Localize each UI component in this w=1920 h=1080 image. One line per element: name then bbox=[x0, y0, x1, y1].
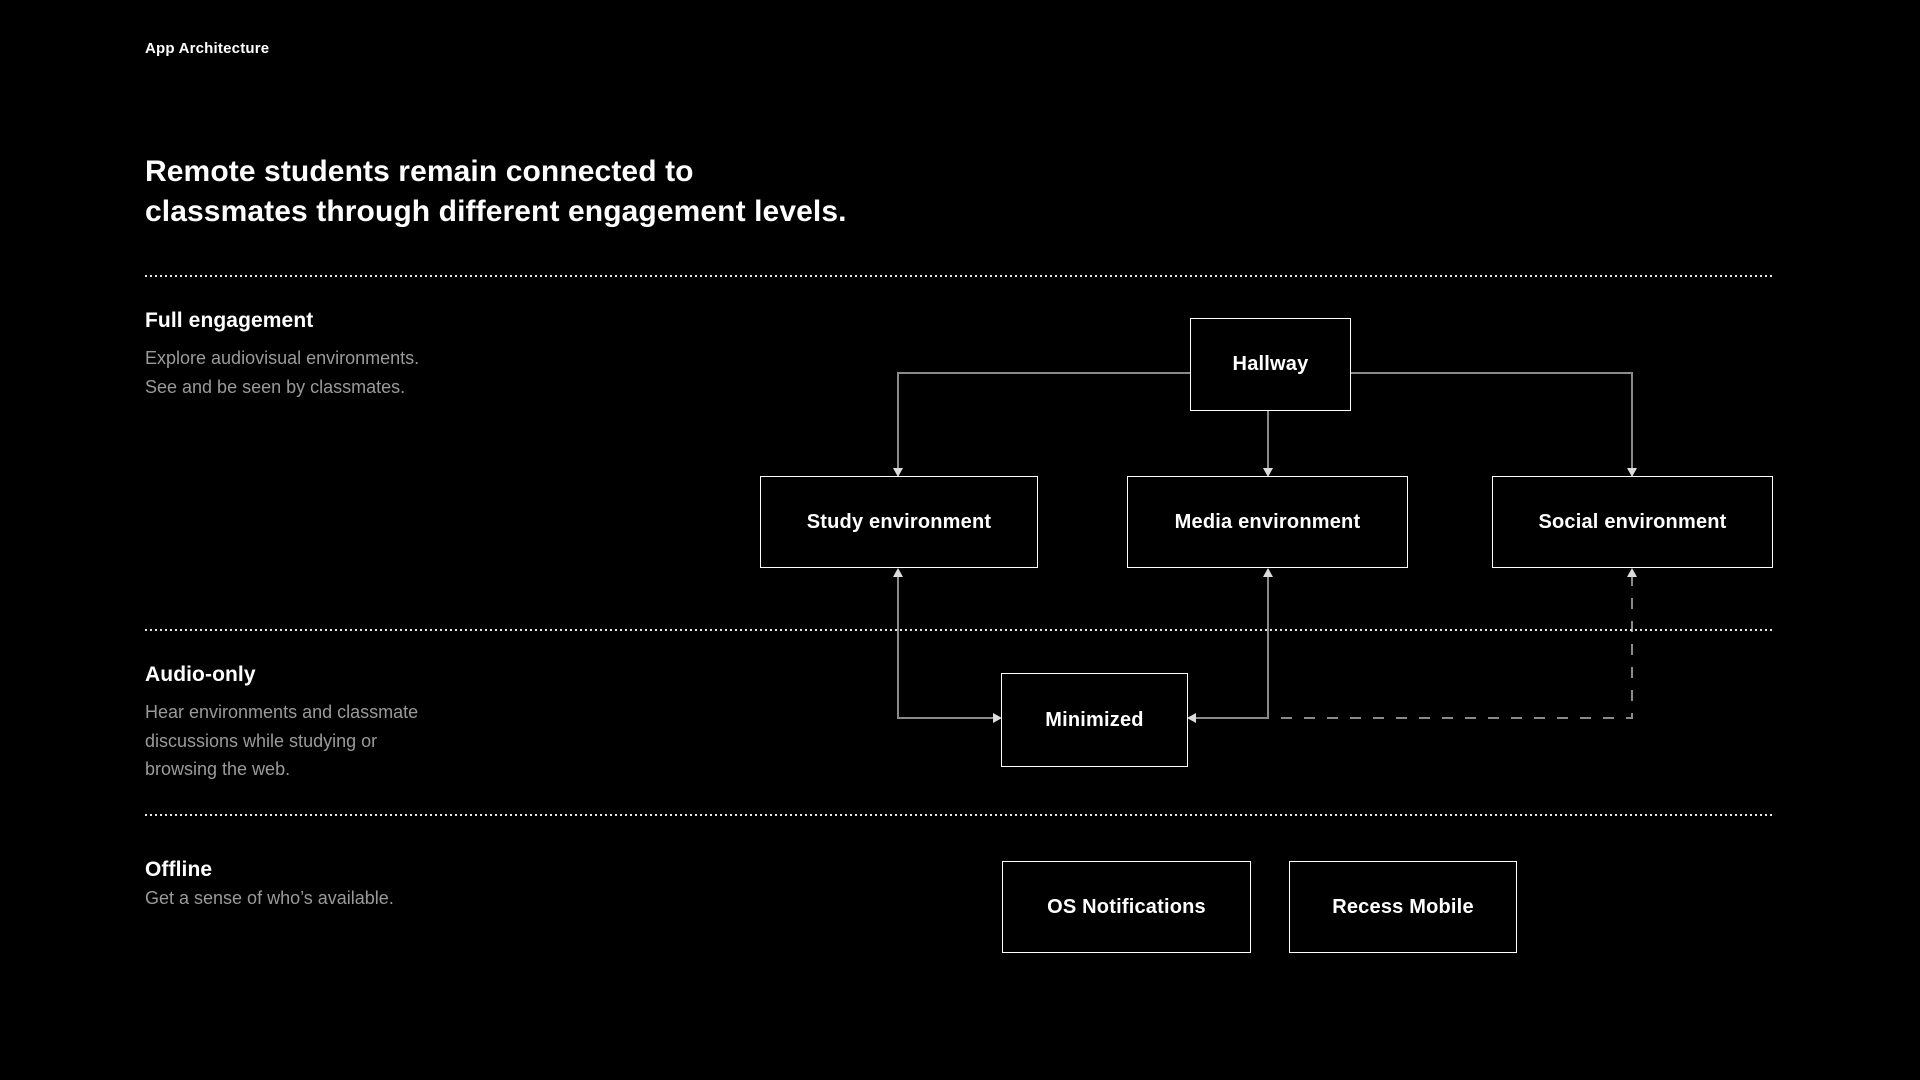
node-minimized: Minimized bbox=[1001, 673, 1188, 767]
node-minimized-label: Minimized bbox=[1045, 708, 1144, 731]
node-social-environment: Social environment bbox=[1492, 476, 1773, 568]
section-divider-offline bbox=[145, 814, 1775, 816]
connector-study-minimized bbox=[897, 575, 994, 719]
node-media-environment: Media environment bbox=[1127, 476, 1408, 568]
node-media-environment-label: Media environment bbox=[1174, 510, 1361, 533]
section-title-offline: Offline bbox=[145, 858, 213, 881]
connector-social-minimized-dashed bbox=[1268, 575, 1633, 719]
node-social-environment-label: Social environment bbox=[1538, 510, 1727, 533]
arrowhead-up-social bbox=[1627, 568, 1637, 577]
arrowhead-right-minimized bbox=[993, 713, 1002, 723]
section-description-full-engagement: Explore audiovisual environments. See an… bbox=[145, 348, 420, 397]
section-title-full-engagement: Full engagement bbox=[145, 309, 314, 332]
main-heading: Remote students remain connected to clas… bbox=[145, 155, 847, 228]
section-divider-full-engagement bbox=[145, 275, 1775, 277]
connector-media-minimized bbox=[1195, 575, 1269, 719]
node-recess-mobile-label: Recess Mobile bbox=[1332, 895, 1474, 918]
connector-hallway-study bbox=[897, 372, 1190, 470]
page-title: App Architecture bbox=[145, 40, 270, 57]
arrowhead-down-media bbox=[1263, 468, 1273, 477]
node-recess-mobile: Recess Mobile bbox=[1289, 861, 1517, 953]
section-description-audio-only: Hear environments and classmate discussi… bbox=[145, 702, 419, 779]
section-description-offline: Get a sense of who’s available. bbox=[145, 888, 394, 908]
node-os-notifications: OS Notifications bbox=[1002, 861, 1251, 953]
section-divider-audio-only bbox=[145, 629, 1775, 631]
connector-hallway-social bbox=[1351, 372, 1633, 470]
node-hallway-label: Hallway bbox=[1232, 353, 1309, 375]
arrowhead-down-social bbox=[1627, 468, 1637, 477]
node-os-notifications-label: OS Notifications bbox=[1047, 895, 1206, 918]
arrowhead-up-media bbox=[1263, 568, 1273, 577]
arrowhead-left-minimized bbox=[1187, 713, 1196, 723]
node-study-environment: Study environment bbox=[760, 476, 1038, 568]
node-hallway: Hallway bbox=[1190, 318, 1351, 411]
arrowhead-up-study bbox=[893, 568, 903, 577]
arrowhead-down-study bbox=[893, 468, 903, 477]
section-title-audio-only: Audio-only bbox=[145, 663, 256, 686]
node-study-environment-label: Study environment bbox=[806, 510, 992, 533]
